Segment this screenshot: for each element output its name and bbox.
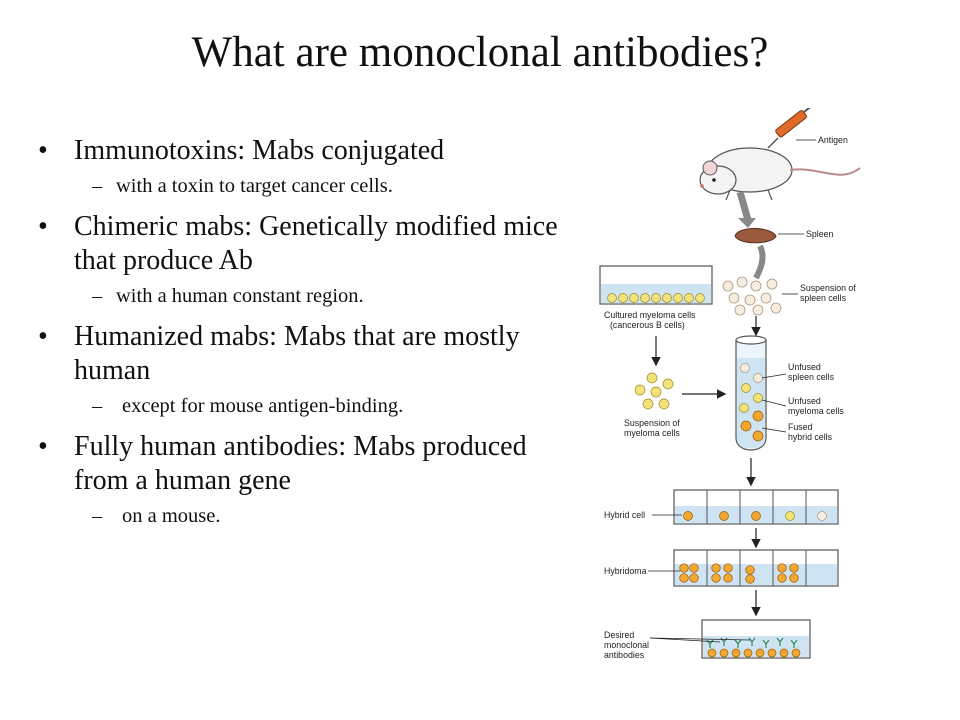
syringe-icon bbox=[767, 108, 811, 149]
sub-bullet-humanized: except for mouse antigen-binding. bbox=[30, 392, 575, 420]
label-unfused-myeloma-2: myeloma cells bbox=[788, 406, 844, 416]
bullet-immunotoxins: Immunotoxins: Mabs conjugated bbox=[30, 134, 575, 168]
antibody-leader-1 bbox=[649, 637, 721, 643]
myeloma-culture-dish bbox=[599, 265, 713, 305]
unfused-myeloma-leader bbox=[761, 399, 787, 407]
label-myeloma-culture-2: (cancerous B cells) bbox=[610, 320, 685, 330]
antibody-leader-2 bbox=[649, 637, 751, 641]
unfused-spleen-leader bbox=[761, 373, 787, 379]
label-myeloma-suspension-1: Suspension of bbox=[624, 418, 680, 428]
label-hybrid-cell: Hybrid cell bbox=[604, 510, 645, 520]
label-myeloma-suspension-2: myeloma cells bbox=[624, 428, 680, 438]
hybrid-cell-plate bbox=[673, 489, 839, 525]
label-desired-1: Desired bbox=[604, 630, 634, 640]
fused-leader bbox=[761, 427, 787, 433]
label-fused-2: hybrid cells bbox=[788, 432, 833, 442]
fusion-test-tube bbox=[735, 335, 767, 451]
bullet-list: Immunotoxins: Mabs conjugated with a tox… bbox=[30, 124, 575, 530]
arrow-mouse-spleen bbox=[736, 191, 752, 221]
label-desired-2: monoclonal bbox=[604, 640, 649, 650]
label-unfused-spleen-2: spleen cells bbox=[788, 372, 835, 382]
spleen-icon bbox=[734, 228, 777, 244]
bullet-fully-human: Fully human antibodies: Mabs produced fr… bbox=[30, 430, 575, 498]
sub-bullet-immunotoxins: with a toxin to target cancer cells. bbox=[30, 172, 575, 200]
label-desired-3: antibodies bbox=[604, 650, 645, 660]
antibody-icon bbox=[706, 637, 798, 648]
label-antigen: Antigen bbox=[818, 135, 848, 145]
bullet-humanized: Humanized mabs: Mabs that are mostly hum… bbox=[30, 320, 575, 388]
spleen-cell-suspension bbox=[722, 276, 782, 316]
sub-bullet-fully-human: on a mouse. bbox=[30, 502, 575, 530]
hybridoma-plate bbox=[673, 549, 839, 587]
label-fused-1: Fused bbox=[788, 422, 813, 432]
label-spleen-suspension-2: spleen cells bbox=[800, 293, 847, 303]
slide-title: What are monoclonal antibodies? bbox=[191, 29, 769, 76]
monoclonal-antibody-diagram: Antigen Spleen Suspension of spleen cell… bbox=[599, 108, 861, 660]
label-hybridoma: Hybridoma bbox=[604, 566, 647, 576]
arrow-spleen-suspension bbox=[753, 244, 766, 280]
mouse-icon bbox=[699, 147, 861, 201]
sub-bullet-chimeric: with a human constant region. bbox=[30, 282, 575, 310]
label-unfused-myeloma-1: Unfused bbox=[788, 396, 821, 406]
bullet-chimeric: Chimeric mabs: Genetically modified mice… bbox=[30, 210, 575, 278]
label-spleen-suspension-1: Suspension of bbox=[800, 283, 856, 293]
label-myeloma-culture-1: Cultured myeloma cells bbox=[604, 310, 696, 320]
myeloma-cell-suspension bbox=[634, 372, 674, 410]
label-unfused-spleen-1: Unfused bbox=[788, 362, 821, 372]
label-spleen: Spleen bbox=[806, 229, 833, 239]
